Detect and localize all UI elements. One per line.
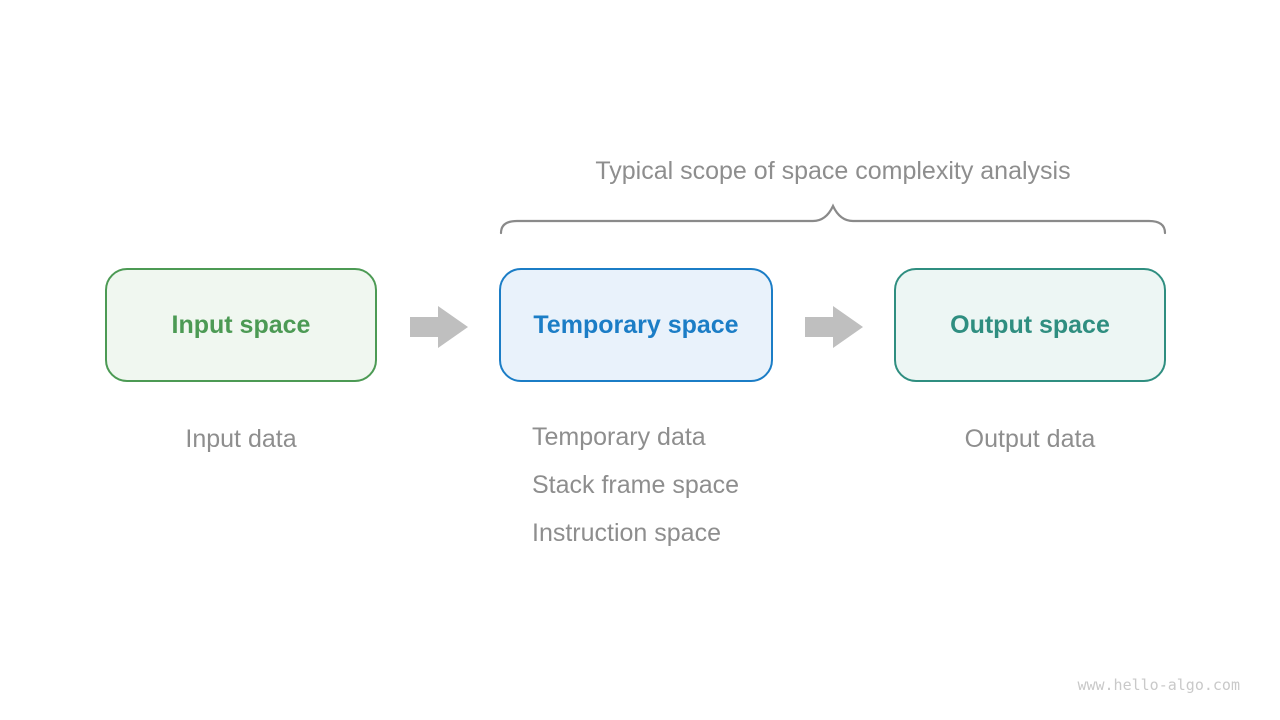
diagram-title: Typical scope of space complexity analys… bbox=[595, 157, 1071, 185]
label-temporary-data: Temporary data bbox=[532, 423, 706, 451]
node-output-space: Output space bbox=[894, 268, 1166, 382]
label-output-data: Output data bbox=[964, 425, 1096, 453]
arrow-right-icon bbox=[410, 306, 468, 348]
node-input-space-label: Input space bbox=[171, 310, 311, 339]
node-temporary-space: Temporary space bbox=[499, 268, 773, 382]
scope-brace bbox=[499, 203, 1167, 235]
label-input-data: Input data bbox=[185, 425, 297, 453]
label-temporary-list: Temporary data Stack frame space Instruc… bbox=[532, 413, 739, 557]
label-stack-frame-space: Stack frame space bbox=[532, 471, 740, 499]
node-temporary-space-label: Temporary space bbox=[533, 310, 739, 339]
label-instruction-space: Instruction space bbox=[532, 519, 721, 547]
watermark-url: www.hello-algo.com bbox=[1077, 676, 1240, 694]
arrow-right-icon bbox=[805, 306, 863, 348]
node-output-space-label: Output space bbox=[950, 310, 1110, 339]
node-input-space: Input space bbox=[105, 268, 377, 382]
